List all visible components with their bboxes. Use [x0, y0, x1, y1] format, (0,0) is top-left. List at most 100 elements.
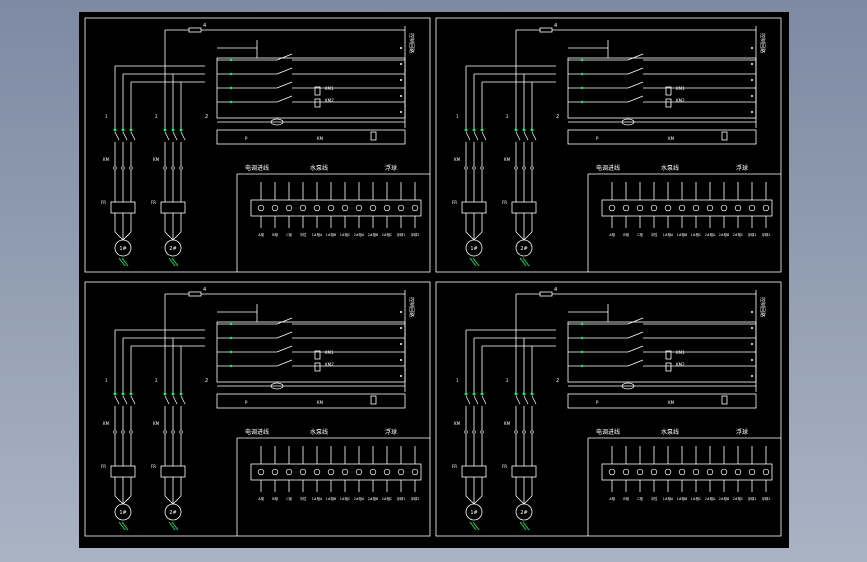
breaker-contact: [179, 392, 183, 396]
terminal-strip: [250, 463, 422, 481]
fuse: [539, 291, 553, 297]
group-label: 水泵线: [310, 428, 328, 436]
terminal: [383, 468, 391, 476]
terminal: [299, 468, 307, 476]
motor-label: 1#: [119, 246, 126, 252]
motor-lead: [164, 231, 174, 241]
push-contact: [580, 336, 584, 340]
terminal-label: A相: [258, 232, 264, 237]
terminal: [608, 204, 616, 212]
contact-blade: [627, 359, 644, 367]
breaker-blade: [515, 131, 521, 141]
terminal-label: 2#相C: [733, 496, 744, 501]
rail-terminal: [400, 111, 402, 113]
group-label: 浮球: [385, 164, 397, 172]
float-label: KM: [668, 400, 675, 405]
relay-label: FR: [502, 464, 507, 469]
contact: [179, 430, 183, 434]
contact-blade: [276, 95, 293, 103]
ground-hatch: [118, 257, 126, 267]
side-label: 控制回路: [408, 33, 415, 53]
breaker-blade: [172, 395, 178, 405]
contact: [464, 166, 468, 170]
terminal: [748, 204, 756, 212]
terminal-label: 中性: [651, 496, 658, 501]
float-label: P: [596, 136, 599, 141]
terminal-label: 2#相A: [354, 496, 365, 501]
transformer-coil: [270, 118, 284, 126]
ground-hatch: [168, 257, 176, 267]
terminal: [355, 204, 363, 212]
side-label: 控制回路: [759, 297, 766, 317]
rail-terminal: [751, 47, 753, 49]
push-contact: [229, 100, 233, 104]
terminal-label: 1#相C: [340, 496, 351, 501]
terminal: [341, 468, 349, 476]
contact-blade: [276, 67, 293, 75]
rail-terminal: [751, 111, 753, 113]
left-label: 2: [205, 378, 208, 384]
terminal: [678, 204, 686, 212]
rail-terminal: [751, 375, 753, 377]
float-circuit: [216, 129, 406, 145]
breaker-blade: [122, 395, 128, 405]
contact-blade: [276, 317, 293, 325]
push-contact: [229, 86, 233, 90]
terminal-label: B相: [623, 496, 629, 501]
node-label: 4: [203, 23, 206, 29]
terminal-label: 1#相B: [677, 232, 688, 237]
ground-hatch: [121, 521, 129, 531]
terminal: [622, 468, 630, 476]
panel-border: [84, 17, 431, 273]
terminal-label: B相: [272, 232, 278, 237]
terminal: [313, 204, 321, 212]
motor-lead: [114, 231, 124, 241]
ground-hatch: [519, 257, 527, 267]
terminal-label: 中性: [300, 232, 307, 237]
breaker-blade: [481, 395, 487, 405]
breaker-contact: [171, 392, 175, 396]
push-contact: [580, 100, 584, 104]
group-label: 水泵线: [661, 428, 679, 436]
terminal: [257, 468, 265, 476]
breaker-contact: [530, 128, 534, 132]
breaker-contact: [514, 392, 518, 396]
contact: [472, 430, 476, 434]
breaker-blade: [180, 395, 186, 405]
relay-coil: [314, 98, 321, 108]
contact: [530, 166, 534, 170]
terminal: [664, 468, 672, 476]
float-label: KM: [668, 136, 675, 141]
float-label: P: [596, 400, 599, 405]
motor-lead: [523, 495, 533, 505]
contact-blade: [627, 67, 644, 75]
terminal-label: A相: [609, 496, 615, 501]
contactor-label: KM: [103, 157, 110, 162]
thermal-relay: [160, 201, 186, 214]
breaker-label: 1: [105, 378, 108, 383]
ground-hatch: [469, 521, 477, 531]
breaker-blade: [114, 131, 120, 141]
ground-hatch: [472, 257, 480, 267]
breaker-blade: [531, 395, 537, 405]
float-circuit: [567, 393, 757, 409]
float-switch: [721, 131, 728, 141]
motor-label: 2#: [520, 246, 527, 252]
terminal: [734, 468, 742, 476]
terminal-label: 1#相A: [312, 496, 323, 501]
relay-coil: [665, 350, 672, 360]
push-contact: [580, 322, 584, 326]
push-contact: [229, 336, 233, 340]
terminal: [692, 468, 700, 476]
terminal-label: 浮球1: [397, 232, 406, 237]
ground-hatch: [522, 521, 530, 531]
motor-lead: [473, 495, 483, 505]
rail-terminal: [400, 63, 402, 65]
rail-terminal: [400, 359, 402, 361]
motor: [114, 239, 132, 257]
ground-hatch: [472, 521, 480, 531]
terminal: [720, 468, 728, 476]
rail-terminal: [751, 79, 753, 81]
terminal-strip: [250, 199, 422, 217]
